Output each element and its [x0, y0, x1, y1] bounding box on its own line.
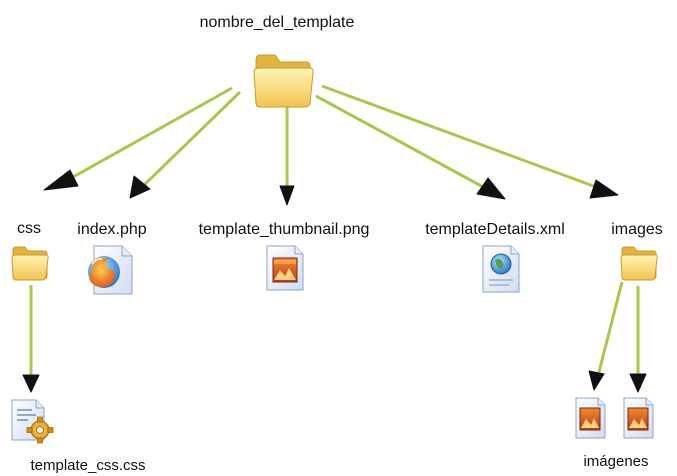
details-file-label: templateDetails.xml [425, 221, 565, 238]
xml-globe-document-icon [482, 245, 520, 293]
arrow-root-to-details [315, 94, 486, 190]
image-file-icon [623, 397, 654, 439]
images-files-label: imágenes [583, 453, 648, 470]
arrowhead-img2 [629, 373, 647, 393]
css-gear-document-icon [11, 399, 54, 444]
thumbnail-file-label: template_thumbnail.png [199, 221, 370, 238]
css-folder-label: css [17, 220, 41, 237]
arrowhead-details [476, 177, 506, 200]
arrowheads [22, 169, 647, 393]
arrow-images-to-img1 [596, 281, 624, 377]
folder-icon [11, 246, 49, 281]
index-file-label: index.php [77, 221, 146, 238]
arrowhead-css [43, 169, 79, 191]
arrow-root-to-index [140, 90, 242, 189]
folder-icon [620, 246, 658, 281]
root-folder-label: nombre_del_template [200, 14, 355, 31]
arrow-root-to-images [321, 84, 597, 189]
css-file-label: template_css.css [30, 457, 145, 474]
arrowhead-cssfile [22, 374, 40, 393]
folder-icon [253, 54, 314, 108]
image-file-icon [575, 397, 606, 439]
arrowhead-images [589, 179, 619, 199]
arrowhead-index [129, 175, 151, 199]
arrow-root-to-css [65, 86, 233, 183]
arrowhead-thumbnail [279, 185, 295, 206]
firefox-document-icon [88, 245, 133, 295]
image-file-icon [266, 245, 304, 291]
arrows [29, 84, 640, 378]
arrowhead-img1 [588, 370, 605, 391]
images-folder-label: images [611, 221, 663, 238]
